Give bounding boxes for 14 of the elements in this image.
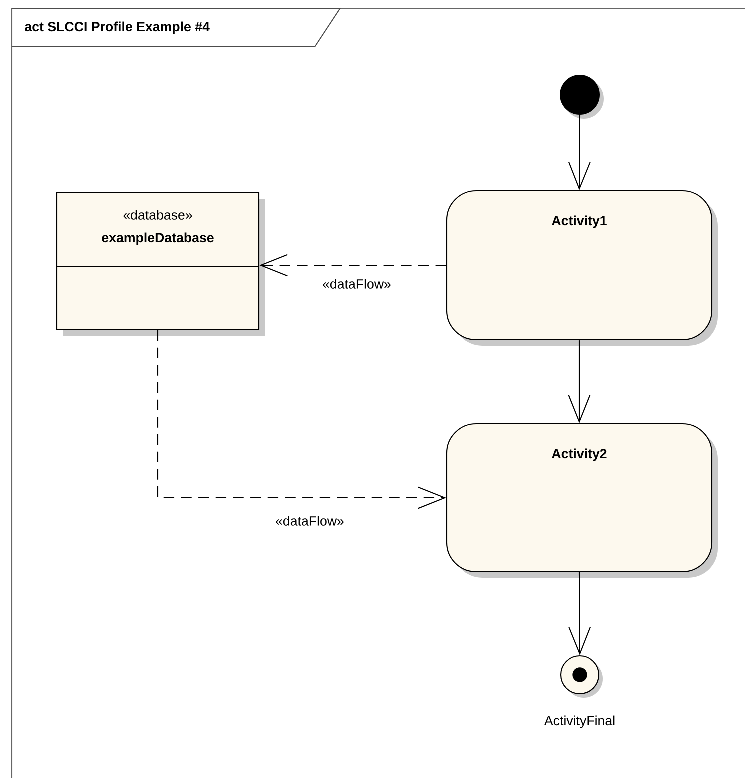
initial-node (560, 75, 604, 119)
activity-box: Activity2 (446, 423, 718, 578)
node-label: ActivityFinal (544, 716, 615, 728)
arrow (568, 340, 591, 424)
edge-label: «dataFlow» (321, 278, 393, 290)
database-box: «database» exampleDatabase (56, 192, 265, 336)
final-node: ActivityFinal (544, 655, 615, 728)
arrow (568, 572, 591, 656)
edge-label: «dataFlow» (274, 514, 346, 528)
frame-title-tab: act SLCCI Profile Example #4 (12, 8, 341, 48)
arrow (157, 330, 446, 510)
arrow (568, 115, 591, 190)
arrow (260, 254, 446, 277)
activity-box: Activity1 (446, 190, 718, 346)
